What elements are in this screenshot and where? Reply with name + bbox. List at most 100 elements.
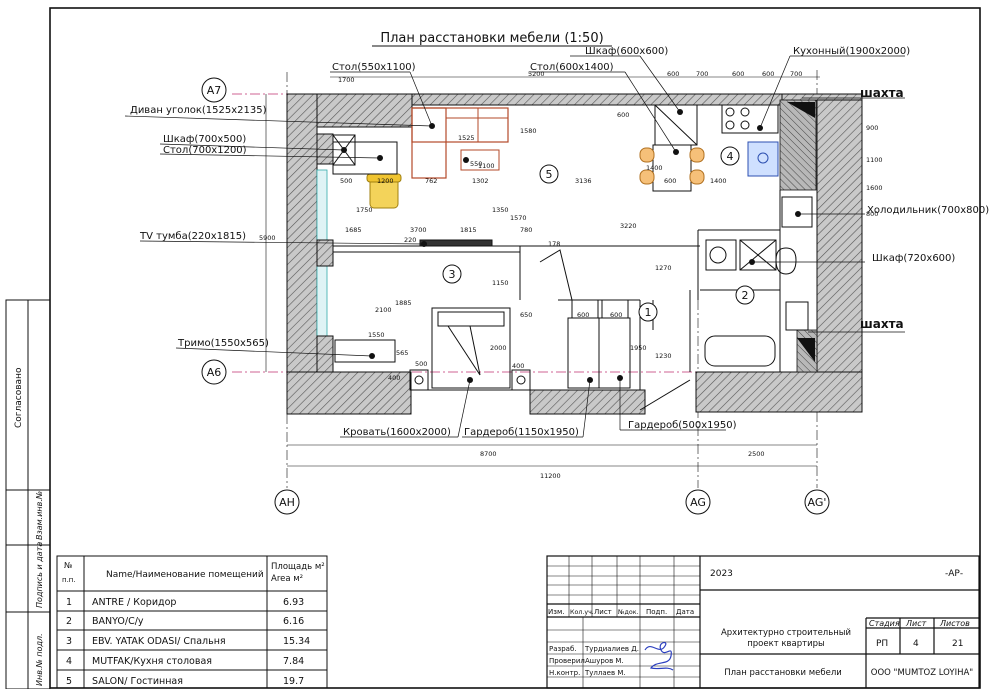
stamp-col-izm: Изм. — [548, 608, 564, 616]
table-row-3-area: 15.34 — [283, 636, 310, 647]
dim-1150: 1150 — [492, 279, 509, 287]
dim-1580: 1580 — [520, 127, 537, 135]
label-stol-600: Стол(600х1400) — [530, 62, 614, 73]
title-block-thin-grid — [547, 556, 700, 688]
label-divan: Диван уголок(1525х2135) — [130, 105, 267, 116]
table-row-1-name: ANTRE / Коридор — [92, 597, 176, 608]
table-header-num: № — [64, 561, 73, 570]
dim-1230: 1230 — [655, 352, 672, 360]
stamp-col-data: Дата — [676, 608, 694, 616]
dim-1525: 1525 — [458, 134, 475, 142]
stamp-project-1: Архитектурно строительный — [721, 628, 851, 638]
table-row-3-num: 3 — [66, 636, 72, 647]
dim-8700: 8700 — [480, 450, 497, 458]
dim-5900: 5900 — [259, 234, 276, 242]
label-stol-550: Стол(550х1100) — [332, 62, 416, 73]
rooms-table — [56, 555, 328, 689]
dim-2100: 2100 — [375, 306, 392, 314]
table-row-1-num: 1 — [66, 597, 72, 608]
stamp-name-2: Ашуров М. — [585, 657, 624, 665]
soglasovano-label: Согласовано — [14, 367, 24, 428]
dim-550: 550 — [470, 160, 482, 168]
dim-600-c: 600 — [762, 70, 774, 78]
dim-800: 800 — [866, 210, 878, 218]
table-row-5-name: SALON/ Гостинная — [92, 676, 183, 687]
label-garderob-1150: Гардероб(1150х1950) — [464, 427, 579, 438]
dim-700-b: 700 — [790, 70, 802, 78]
stamp-col-podp: Подп. — [646, 608, 667, 616]
table-row-1-area: 6.93 — [283, 597, 304, 608]
dim-400-b: 400 — [512, 362, 524, 370]
dim-3700: 3700 — [410, 226, 427, 234]
signature-mark — [644, 641, 674, 671]
label-krovat: Кровать(1600х2000) — [343, 427, 451, 438]
dim-11200: 11200 — [540, 472, 561, 480]
axis-bubbles — [201, 77, 830, 515]
dim-700-a: 700 — [696, 70, 708, 78]
room-number-1: 1 — [645, 306, 652, 319]
dim-1600: 1600 — [866, 184, 883, 192]
label-shkaf-600: Шкаф(600х600) — [585, 46, 668, 57]
table-row-4-name: MUTFAK/Кухня столовая — [92, 656, 212, 667]
dim-1100-r: 1100 — [866, 156, 883, 164]
table-row-5-area: 19.7 — [283, 676, 304, 687]
callout-leaders — [124, 55, 905, 438]
room-number-2: 2 — [742, 289, 749, 302]
label-shkaf-700: Шкаф(700х500) — [163, 134, 246, 145]
dim-1350: 1350 — [492, 206, 509, 214]
table-header-pp: п.п. — [62, 576, 76, 584]
dim-600-e: 600 — [617, 111, 629, 119]
dim-3220: 3220 — [620, 222, 637, 230]
dim-650: 650 — [520, 311, 532, 319]
table-row-4-num: 4 — [66, 656, 72, 667]
dim-565: 565 — [396, 349, 408, 357]
stamp-col-kol: Кол.уч. — [570, 609, 594, 616]
axis-ah: AH — [279, 496, 295, 509]
dim-1885: 1885 — [395, 299, 412, 307]
dim-1570: 1570 — [510, 214, 527, 222]
shaft-label-bottom: шахта — [860, 317, 904, 331]
table-header-area-en: Area м² — [271, 574, 303, 584]
table-row-2-area: 6.16 — [283, 616, 304, 627]
dim-400-a: 400 — [388, 374, 400, 382]
stamp-role-3: Н.контр. — [549, 669, 580, 677]
dim-1750: 1750 — [356, 206, 373, 214]
table-row-4-area: 7.84 — [283, 656, 304, 667]
dim-600-a: 600 — [667, 70, 679, 78]
stamp-stage-header: Стадия — [869, 619, 900, 628]
axis-ag1: AG' — [808, 496, 827, 509]
dim-3136: 3136 — [575, 177, 592, 185]
dim-1950: 1950 — [630, 344, 647, 352]
dim-2500: 2500 — [748, 450, 765, 458]
stamp-company: ООО "MUMTOZ LOYIHA" — [871, 668, 974, 678]
dim-500: 500 — [340, 177, 352, 185]
dim-1400-b: 1400 — [710, 177, 727, 185]
table-row-2-name: BANYO/С/у — [92, 616, 144, 627]
vzam-label: Взам.инв.№ — [35, 491, 44, 540]
label-tv: TV тумба(220х1815) — [139, 231, 246, 242]
dim-1815: 1815 — [460, 226, 477, 234]
dim-600-d: 600 — [664, 177, 676, 185]
dim-900: 900 — [866, 124, 878, 132]
dim-1400-a: 1400 — [646, 164, 663, 172]
stamp-col-list: Лист — [594, 608, 612, 616]
stamp-year: 2023 — [710, 569, 733, 579]
table-header-name: Name/Наименование помещений — [106, 570, 264, 580]
stamp-sheet: 4 — [913, 639, 919, 649]
title-block — [546, 555, 980, 689]
label-trimo: Тримо(1550х565) — [177, 338, 269, 349]
axis-a6: A6 — [207, 366, 222, 379]
stamp-name-1: Турдиалиев Д. — [584, 645, 639, 653]
dim-500-b: 500 — [415, 360, 427, 368]
room-number-3: 3 — [449, 268, 456, 281]
stamp-project-2: проект квартиры — [747, 639, 825, 649]
dim-600-g: 600 — [610, 311, 622, 319]
dim-1200: 1200 — [377, 177, 394, 185]
dim-1100: 1100 — [478, 162, 495, 170]
stamp-code: -АР- — [945, 569, 963, 579]
table-row-5-num: 5 — [66, 676, 72, 687]
table-header-area-ru: Площадь м² — [271, 562, 325, 572]
partitions — [333, 190, 781, 411]
stamp-col-ndok: №док. — [617, 609, 639, 616]
stamp-sheets: 21 — [952, 639, 963, 649]
